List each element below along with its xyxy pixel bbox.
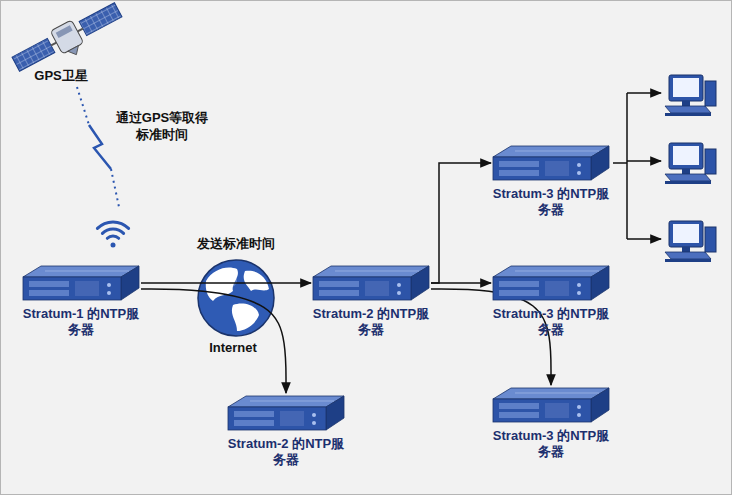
text-label: 发送标准时间 <box>181 235 291 252</box>
server-icon <box>491 385 611 425</box>
ntp-server: Stratum-2 的NTP服务器 <box>311 263 431 338</box>
client-links <box>613 93 661 239</box>
wifi-symbol <box>97 222 128 248</box>
node-label: Stratum-1 的NTP服务器 <box>21 306 141 338</box>
ntp-server: Stratum-3 的NTP服务器 <box>491 385 611 460</box>
internet-globe <box>198 260 274 336</box>
connector-arrow <box>431 289 551 385</box>
server-icon <box>491 263 611 303</box>
server-icon <box>21 263 141 303</box>
server-icon <box>311 263 431 303</box>
server-icon <box>491 143 611 183</box>
connector-arrow <box>431 163 491 283</box>
node-label: Stratum-3 的NTP服务器 <box>491 306 611 338</box>
ntp-server: Stratum-3 的NTP服务器 <box>491 143 611 218</box>
node-label: Stratum-3 的NTP服务器 <box>491 428 611 460</box>
ntp-server: Stratum-3 的NTP服务器 <box>491 263 611 338</box>
node-label: Stratum-2 的NTP服务器 <box>311 306 431 338</box>
text-label: GPS卫星 <box>23 67 99 84</box>
node-label: Stratum-2 的NTP服务器 <box>226 436 346 468</box>
connector-arrow <box>431 282 491 284</box>
ntp-server: Stratum-1 的NTP服务器 <box>21 263 141 338</box>
node-label: Stratum-3 的NTP服务器 <box>491 186 611 218</box>
connector-arrow <box>141 289 286 393</box>
ntp-server: Stratum-2 的NTP服务器 <box>226 393 346 468</box>
text-label: 通过GPS等取得标准时间 <box>111 109 213 143</box>
text-label: Internet <box>201 339 265 356</box>
client-computers <box>665 75 716 262</box>
server-icon <box>226 393 346 433</box>
connector-arrow <box>141 282 311 284</box>
gps-signal <box>77 87 119 207</box>
